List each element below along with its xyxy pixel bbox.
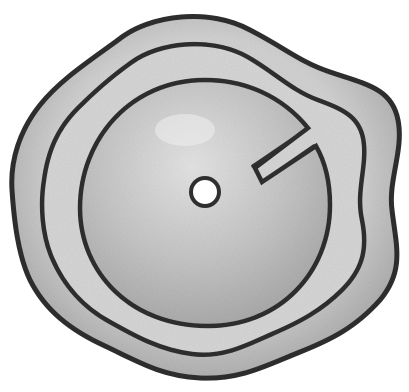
center-hole (191, 178, 219, 206)
disc-highlight (155, 114, 215, 146)
